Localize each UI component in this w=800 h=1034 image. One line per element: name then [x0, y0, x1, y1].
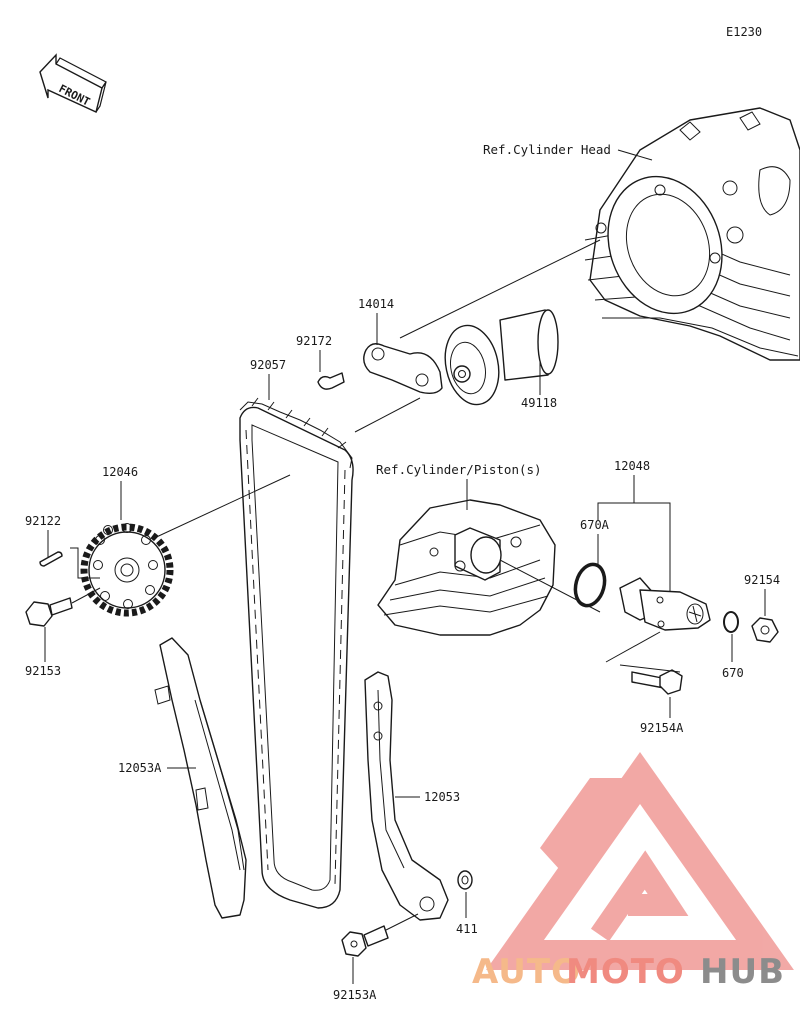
label-670A: 670A	[580, 518, 610, 532]
cylinder-head	[584, 107, 800, 361]
label-14014: 14014	[358, 297, 394, 311]
ref-cylinder-head: Ref.Cylinder Head	[483, 142, 611, 157]
label-92154: 92154	[744, 573, 780, 587]
pin-92122	[39, 551, 63, 567]
camshaft-49118	[444, 309, 559, 406]
label-12046: 12046	[102, 465, 138, 479]
label-12053: 12053	[424, 790, 460, 804]
label-92172: 92172	[296, 334, 332, 348]
label-92153A: 92153A	[333, 988, 377, 1002]
bolt-92154A	[631, 669, 683, 695]
label-12048: 12048	[614, 459, 650, 473]
label-92057: 92057	[250, 358, 286, 372]
watermark-moto: MOTO	[566, 952, 685, 992]
label-12053A: 12053A	[118, 761, 162, 775]
bolt-92153	[25, 597, 73, 627]
sprocket-12046	[80, 523, 174, 617]
washer-411	[457, 870, 473, 890]
tensioner-12048	[619, 577, 711, 631]
ref-cylinder-piston: Ref.Cylinder/Piston(s)	[376, 462, 542, 477]
front-arrow-icon: FRONT	[39, 53, 107, 113]
bolt-92172	[317, 372, 345, 390]
chain-guide-12053	[364, 671, 449, 921]
bolt-92153A	[341, 925, 389, 957]
label-92154A: 92154A	[640, 721, 684, 735]
o-ring-670	[723, 611, 739, 633]
diagram-code: E1230	[726, 25, 762, 39]
label-411: 411	[456, 922, 478, 936]
cylinder-piston	[377, 499, 556, 636]
label-92122: 92122	[25, 514, 61, 528]
leader-cylinder-head	[617, 149, 653, 161]
watermark-auto: AUTO	[472, 952, 581, 992]
label-92153: 92153	[25, 664, 61, 678]
chain-guide-12053A	[154, 637, 247, 919]
label-670: 670	[722, 666, 744, 680]
watermark-logo	[486, 751, 794, 970]
o-ring-670A	[573, 562, 607, 608]
watermark-hub: HUB	[700, 952, 785, 992]
watermark-text: AUTO MOTO HUB	[472, 952, 785, 992]
plate-14014	[363, 343, 443, 395]
nut-92154	[751, 617, 779, 643]
cam-chain-92057	[239, 397, 354, 909]
label-49118: 49118	[521, 396, 557, 410]
